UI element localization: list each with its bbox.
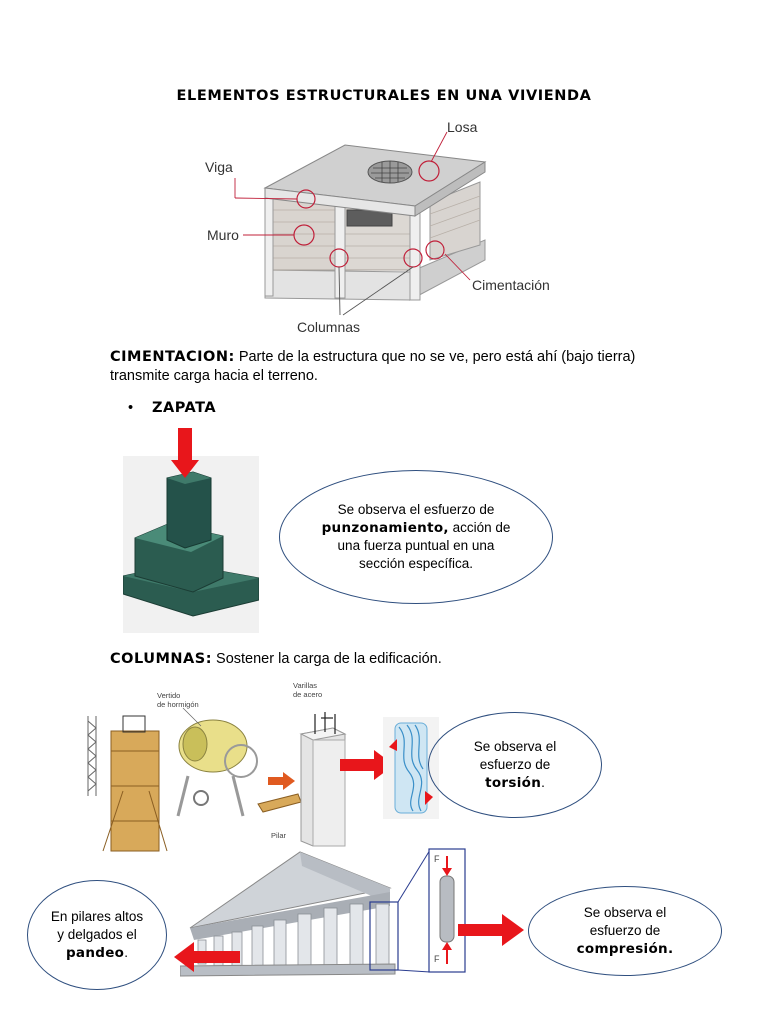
force-label-bottom: F <box>434 954 440 964</box>
house-label-losa: Losa <box>447 119 478 135</box>
vertido-label-1: Vertido <box>157 691 180 700</box>
greek-temple-illustration <box>180 849 431 977</box>
cimentacion-heading: CIMENTACION: <box>110 349 235 365</box>
zapata-illustration <box>123 428 259 633</box>
varillas-label-2: de acero <box>293 690 322 699</box>
red-arrow-left-pandeo <box>174 942 240 972</box>
cimentacion-text: Parte de la estructura que no se ve, per… <box>110 349 636 384</box>
punzonamiento-bubble: Se observa el esfuerzo de punzonamiento,… <box>279 470 553 604</box>
columnas-paragraph: COLUMNAS: Sostener la carga de la edific… <box>110 650 650 669</box>
zapata-label: ZAPATA <box>152 400 217 416</box>
varillas-label-1: Varillas <box>293 681 317 690</box>
force-label-top: F <box>434 854 440 864</box>
columnas-text: Sostener la carga de la edificación. <box>212 651 442 667</box>
pandeo-bubble: En pilares altos y delgados el pandeo. <box>27 880 167 990</box>
house-label-viga: Viga <box>205 159 233 175</box>
house-label-columnas: Columnas <box>297 319 360 335</box>
column-construction-illustration: Vertido de hormigón Varillas de acero Pi… <box>87 681 347 852</box>
compression-detail-illustration: F F <box>428 848 466 973</box>
torsion-bubble: Se observa el esfuerzo de torsión. <box>428 712 602 818</box>
columnas-heading: COLUMNAS: <box>110 651 212 667</box>
compresion-bubble: Se observa el esfuerzo de compresión. <box>528 886 722 976</box>
vertido-label-2: de hormigón <box>157 700 199 709</box>
page-title: ELEMENTOS ESTRUCTURALES EN UNA VIVIENDA <box>176 88 592 104</box>
house-label-muro: Muro <box>207 227 239 243</box>
cimentacion-paragraph: CIMENTACION: Parte de la estructura que … <box>110 348 650 386</box>
zapata-bullet: • <box>128 400 134 416</box>
house-label-cimentacion: Cimentación <box>472 277 550 293</box>
pilar-label: Pilar <box>271 831 287 840</box>
house-structure-illustration: Losa Viga Muro Cimentación Columnas <box>205 119 550 335</box>
red-arrow-right-compression <box>458 914 524 946</box>
